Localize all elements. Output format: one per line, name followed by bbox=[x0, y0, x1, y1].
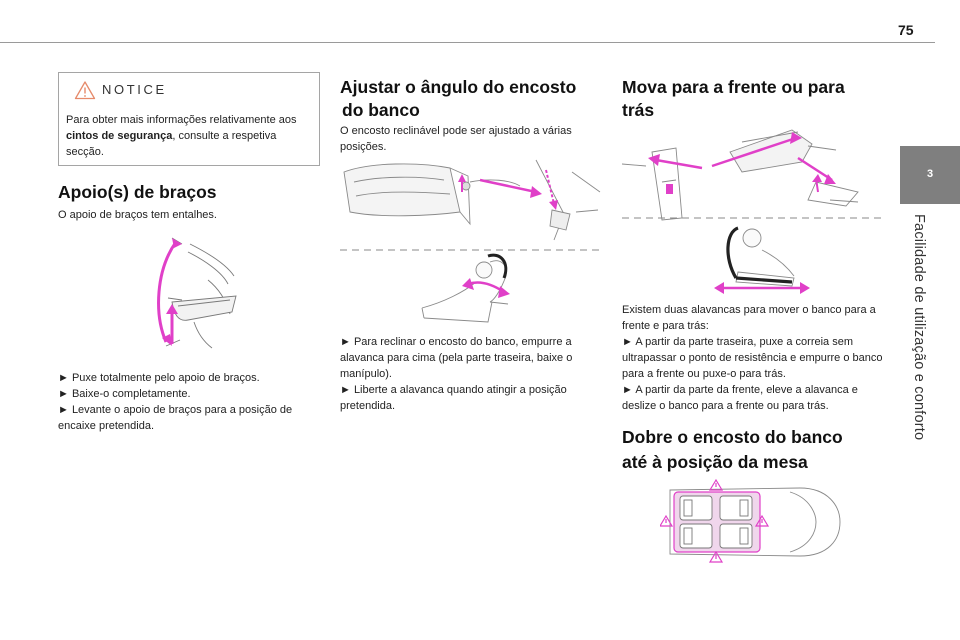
chapter-tab[interactable]: 3 bbox=[900, 146, 960, 204]
backrest-illustration bbox=[340, 159, 602, 323]
chapter-title: Facilidade de utilização e conforto bbox=[905, 214, 927, 614]
slide-heading-line: trás bbox=[622, 100, 655, 120]
fold-heading-line: até à posição da mesa bbox=[622, 452, 808, 472]
armrest-steps: ► Puxe totalmente pelo apoio de braços. … bbox=[58, 370, 322, 434]
armrest-step: ► Puxe totalmente pelo apoio de braços. bbox=[58, 372, 260, 384]
seat-layout-illustration bbox=[660, 478, 841, 563]
backrest-heading-line: Ajustar o ângulo do encosto bbox=[340, 77, 577, 97]
notice-text-part: , consulte a respetiva secção. bbox=[66, 130, 277, 158]
armrest-step: ► Baixe-o completamente. bbox=[58, 388, 191, 400]
backrest-steps: ► Para reclinar o encosto do banco, empu… bbox=[340, 334, 604, 414]
notice-text-part: Para obter mais informações relativament… bbox=[66, 114, 297, 126]
notice-title: NOTICE bbox=[102, 82, 167, 97]
backrest-step: ► Liberte a alavanca quando atingir a po… bbox=[340, 384, 567, 412]
page-number: 75 bbox=[898, 22, 914, 38]
slide-text: Existem duas alavancas para mover o banc… bbox=[622, 302, 888, 414]
armrest-illustration bbox=[157, 237, 237, 349]
header-rule bbox=[0, 42, 935, 43]
backrest-intro: O encosto reclinável pode ser ajustado a… bbox=[340, 125, 572, 153]
slide-step: ► A partir da parte traseira, puxe a cor… bbox=[622, 336, 883, 380]
notice-text: Para obter mais informações relativament… bbox=[66, 112, 314, 160]
slide-heading-line: Mova para a frente ou para bbox=[622, 77, 845, 97]
chapter-title-text: Facilidade de utilização e conforto bbox=[911, 214, 927, 441]
notice-link-seatbelts[interactable]: cintos de segurança bbox=[66, 130, 173, 142]
armrest-intro: O apoio de braços tem entalhes. bbox=[58, 209, 217, 221]
chapter-number: 3 bbox=[926, 168, 934, 180]
slide-heading: Mova para a frente ou para trás bbox=[622, 76, 892, 122]
backrest-heading-line: do banco bbox=[342, 100, 420, 120]
armrest-step: ► Levante o apoio de braços para a posiç… bbox=[58, 404, 293, 432]
backrest-heading: Ajustar o ângulo do encosto do banco bbox=[340, 76, 610, 122]
slide-step: ► A partir da parte da frente, eleve a a… bbox=[622, 384, 858, 412]
slide-illustration bbox=[622, 129, 884, 294]
armrest-heading: Apoio(s) de braços bbox=[58, 182, 217, 202]
notice-box bbox=[58, 72, 320, 166]
backrest-step: ► Para reclinar o encosto do banco, empu… bbox=[340, 336, 573, 380]
fold-heading: Dobre o encosto do banco até à posição d… bbox=[622, 425, 892, 475]
fold-heading-line: Dobre o encosto do banco bbox=[622, 427, 843, 447]
slide-intro: Existem duas alavancas para mover o banc… bbox=[622, 304, 876, 332]
warning-icon bbox=[74, 81, 96, 100]
